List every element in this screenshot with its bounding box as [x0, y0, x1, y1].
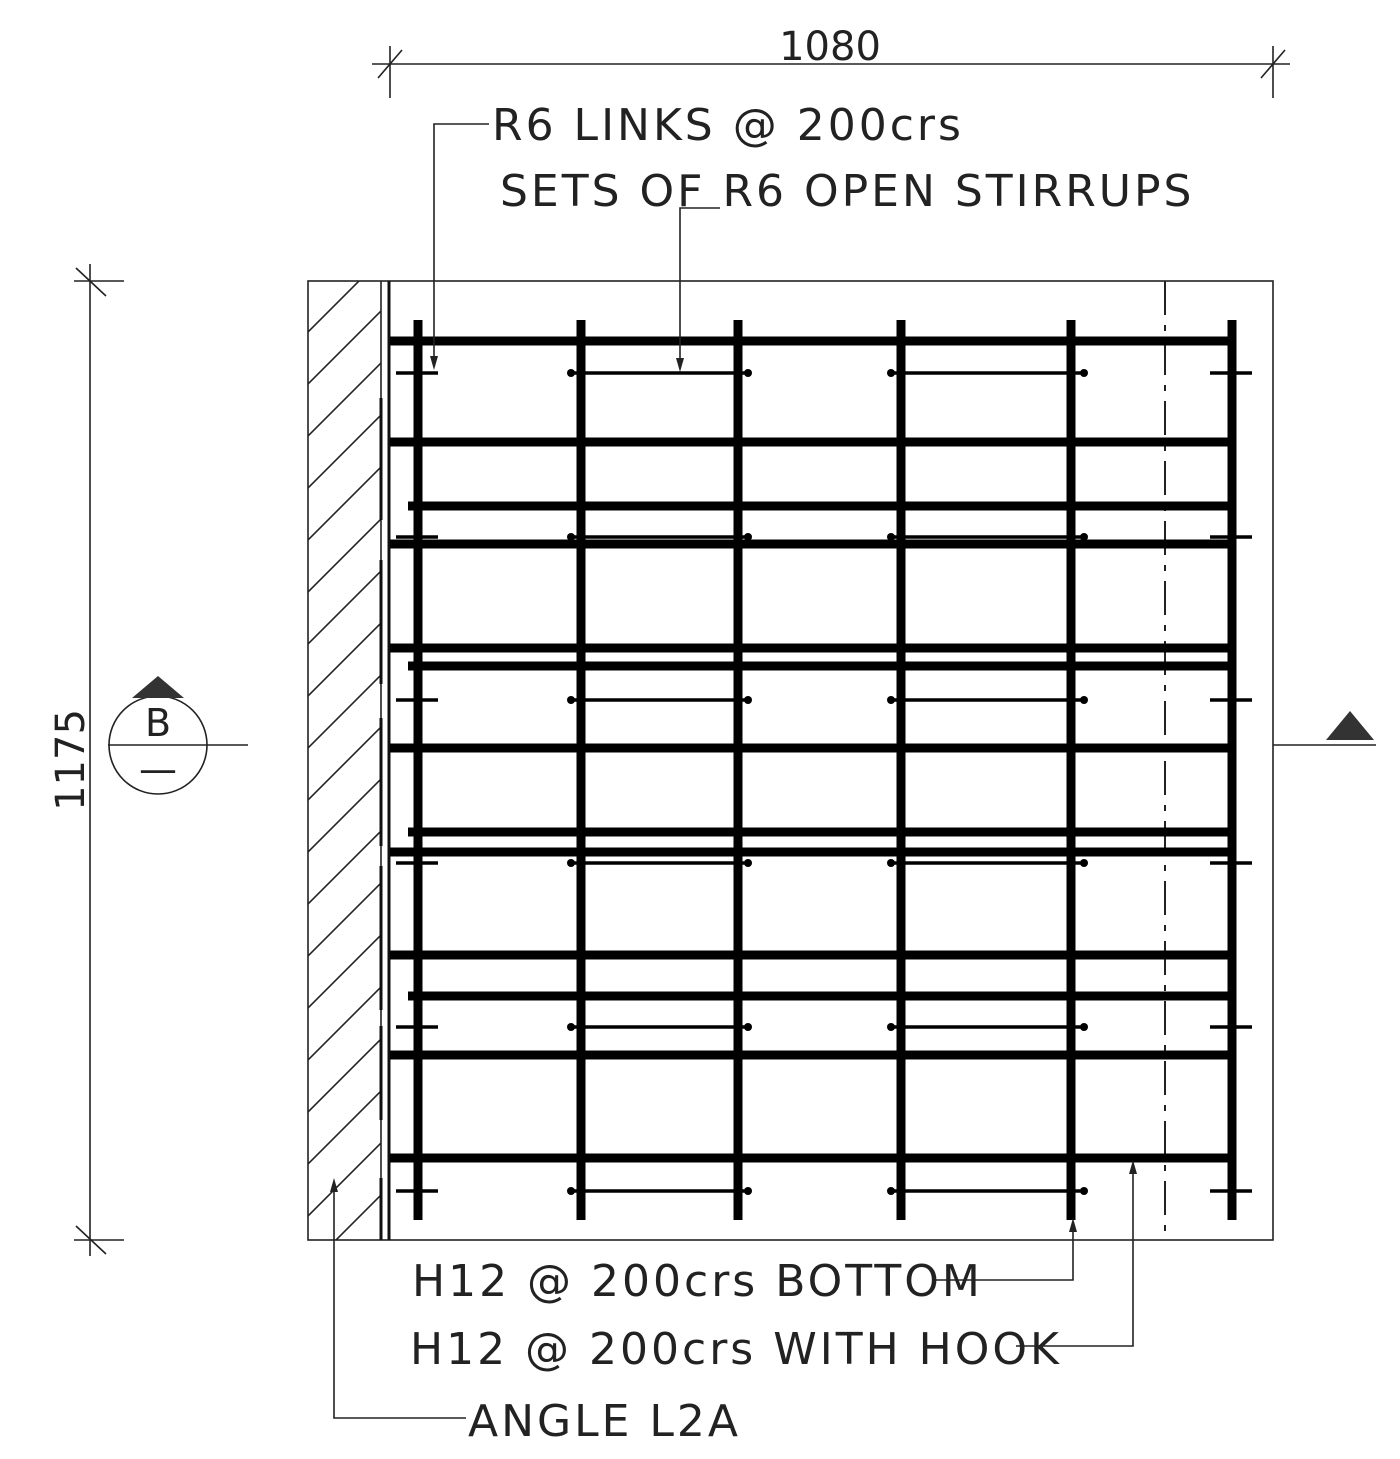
- stirrup-end: [887, 533, 895, 541]
- section-sheet: —: [139, 747, 177, 791]
- stirrup-end: [567, 1023, 575, 1031]
- stirrup-end: [567, 859, 575, 867]
- stirrup-end: [1080, 1187, 1088, 1195]
- section-marker-left: B —: [108, 676, 248, 795]
- hatch-line: [308, 985, 381, 1062]
- stirrup-end: [1080, 859, 1088, 867]
- arrow-stirrups-icon: [676, 358, 684, 372]
- vertical-bars: [413, 320, 1237, 1220]
- arrow-bottom-bars-icon: [1069, 1218, 1077, 1232]
- open-stirrups: [567, 369, 1088, 1195]
- note-links: R6 LINKS @ 200crs: [492, 100, 964, 151]
- stirrup-end: [567, 533, 575, 541]
- hatch-line: [308, 413, 381, 490]
- stirrup-end: [744, 696, 752, 704]
- stirrup-end: [744, 1023, 752, 1031]
- horizontal-bars: [390, 336, 1236, 1163]
- stirrup-end: [1080, 696, 1088, 704]
- stirrup-end: [887, 369, 895, 377]
- note-hook-bars: H12 @ 200crs WITH HOOK: [410, 1324, 1062, 1375]
- hatch-line: [308, 361, 381, 438]
- arrow-links-icon: [430, 356, 438, 370]
- hatch-line: [334, 1193, 381, 1240]
- stirrup-end: [887, 1187, 895, 1195]
- leader-links: [430, 123, 489, 370]
- hatch-line: [308, 517, 381, 594]
- hatch-line: [308, 1141, 381, 1218]
- bar-end-ticks: [396, 371, 1252, 1193]
- arrow-hook-bars-icon: [1129, 1160, 1137, 1174]
- note-angle: ANGLE L2A: [468, 1396, 741, 1447]
- hatch-line: [308, 829, 381, 906]
- hatch-line: [308, 281, 361, 334]
- note-stirrups: SETS OF R6 OPEN STIRRUPS: [500, 166, 1194, 217]
- stirrup-end: [1080, 1023, 1088, 1031]
- leader-bottom-bars: [932, 1218, 1077, 1281]
- stirrup-end: [1080, 369, 1088, 377]
- stirrup-end: [887, 1023, 895, 1031]
- slab-outline: [307, 280, 1274, 1241]
- stirrup-end: [567, 1187, 575, 1195]
- hatch-line: [308, 725, 381, 802]
- hatch-line: [308, 465, 381, 542]
- stirrup-end: [567, 696, 575, 704]
- section-arrow-left-icon: [132, 676, 184, 698]
- hatch-line: [308, 569, 381, 646]
- stirrup-end: [887, 696, 895, 704]
- hatch-line: [300, 1238, 390, 1328]
- width-dimension: 1080: [372, 24, 1290, 98]
- stirrup-end: [744, 859, 752, 867]
- leader-angle: [330, 1178, 466, 1419]
- hatch-line: [308, 621, 381, 698]
- stirrup-end: [887, 859, 895, 867]
- height-dimension-label: 1175: [48, 709, 94, 811]
- hatch-line: [308, 1089, 381, 1166]
- hatch-line: [308, 881, 381, 958]
- note-bottom-bars: H12 @ 200crs BOTTOM: [412, 1256, 983, 1307]
- leader-stirrups: [676, 207, 720, 372]
- hatch-line: [308, 777, 381, 854]
- width-dimension-label: 1080: [779, 24, 881, 70]
- stirrup-end: [744, 1187, 752, 1195]
- angle-hatching: [300, 281, 391, 1328]
- hatch-line: [308, 309, 381, 386]
- stirrup-end: [567, 369, 575, 377]
- hatch-line: [308, 1037, 381, 1114]
- hatch-line: [308, 673, 381, 750]
- leader-hook-bars: [1016, 1160, 1137, 1347]
- section-marker-right: [1273, 711, 1376, 746]
- stirrup-end: [1080, 533, 1088, 541]
- section-arrow-right-icon: [1326, 711, 1374, 740]
- stirrup-end: [744, 369, 752, 377]
- section-letter: B: [145, 701, 171, 745]
- hatch-line: [308, 933, 381, 1010]
- height-dimension: 1175: [48, 264, 124, 1256]
- stirrup-end: [744, 533, 752, 541]
- arrow-angle-icon: [330, 1178, 338, 1192]
